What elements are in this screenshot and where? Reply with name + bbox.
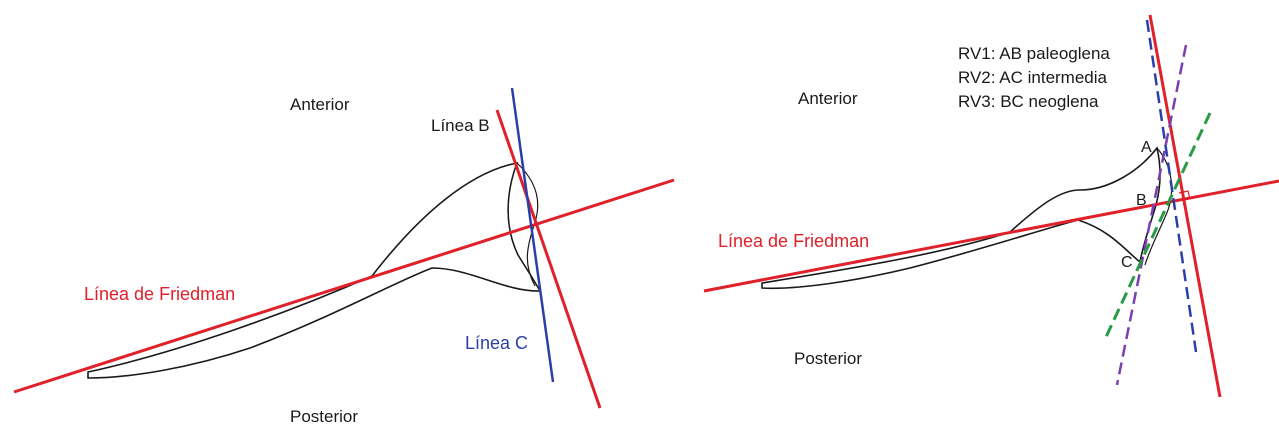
left-line-b-label: Línea B (431, 116, 490, 135)
right-rv2-dashed-line (1115, 44, 1188, 386)
right-posterior-label: Posterior (794, 349, 862, 368)
left-friedman-line (13, 178, 675, 394)
right-diagram: Anterior Posterior Línea de Friedman RV1… (703, 14, 1279, 398)
left-line-c (510, 87, 555, 383)
left-friedman-label: Línea de Friedman (84, 284, 235, 304)
right-rv1-dashed-line (1145, 19, 1198, 353)
left-posterior-label: Posterior (290, 407, 358, 426)
point-b-label: B (1136, 192, 1147, 209)
point-a-label: A (1141, 139, 1152, 156)
right-angle-marker (1178, 190, 1191, 200)
legend-rv2: RV2: AC intermedia (958, 68, 1108, 87)
legend-rv3: RV3: BC neoglena (958, 92, 1099, 111)
left-line-c-label: Línea C (465, 333, 528, 353)
legend-rv1: RV1: AB paleoglena (958, 44, 1110, 63)
right-glenoid-contour (1144, 147, 1173, 266)
right-red-line (1148, 14, 1222, 398)
right-anterior-label: Anterior (798, 89, 858, 108)
right-friedman-label: Línea de Friedman (718, 231, 869, 251)
left-line-b (495, 109, 602, 409)
point-c-label: C (1121, 254, 1133, 271)
right-rv3-dashed-line (1104, 112, 1212, 338)
left-anterior-label: Anterior (290, 95, 350, 114)
left-diagram: Anterior Posterior Línea de Friedman Lín… (13, 87, 675, 426)
